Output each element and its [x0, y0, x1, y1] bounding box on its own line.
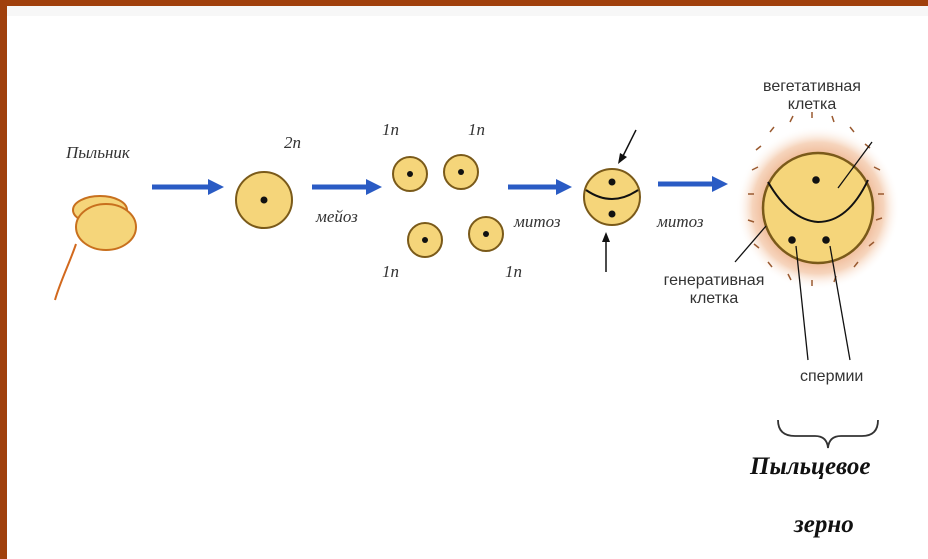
ploidy-2n-label: 2n: [284, 133, 301, 152]
generative-cell-label: генеративная клетка: [654, 272, 774, 308]
pollen-pointer-lines: [734, 141, 873, 361]
pollen-wall-texture: [747, 112, 884, 286]
ploidy-1n-label-d: 1n: [505, 262, 522, 281]
pointer-arrow-bottom: [602, 232, 610, 272]
arrow-3: [508, 179, 572, 195]
microspore-3: [407, 222, 443, 258]
ploidy-1n-label-a: 1n: [382, 120, 399, 139]
anther-icon: [54, 195, 137, 301]
generative-cell-label-line2: клетка: [689, 290, 739, 307]
pollen-grain: [736, 112, 900, 290]
ploidy-1n-label-b: 1n: [468, 120, 485, 139]
arrow-4: [658, 176, 728, 192]
mitosis-label-1: митоз: [514, 212, 561, 231]
generative-cell-label-line1: генеративная: [663, 272, 765, 289]
microspore-2: [443, 154, 479, 190]
vegetative-cell-label-line2: клетка: [787, 96, 837, 113]
pollen-grain-title-line2: зерно: [794, 511, 854, 538]
vegetative-cell-label-line1: вегетативная: [763, 78, 861, 95]
arrow-1: [152, 179, 224, 195]
mother-cell-2n: [235, 171, 293, 229]
meiosis-label: мейоз: [316, 207, 358, 226]
microspore-4: [468, 216, 504, 252]
ploidy-1n-label-c: 1n: [382, 262, 399, 281]
dividing-cell: [583, 168, 641, 226]
vegetative-cell-label: вегетативная клетка: [752, 78, 872, 114]
sperm-label: спермии: [800, 368, 864, 385]
mitosis-label-2: митоз: [657, 212, 704, 231]
pollen-grain-title-line1: Пыльцевое: [750, 453, 871, 480]
anther-label: Пыльник: [66, 143, 130, 162]
microspore-1: [392, 156, 428, 192]
pollen-brace: [777, 419, 879, 449]
arrow-2: [312, 179, 382, 195]
pointer-arrow-top: [618, 129, 637, 164]
